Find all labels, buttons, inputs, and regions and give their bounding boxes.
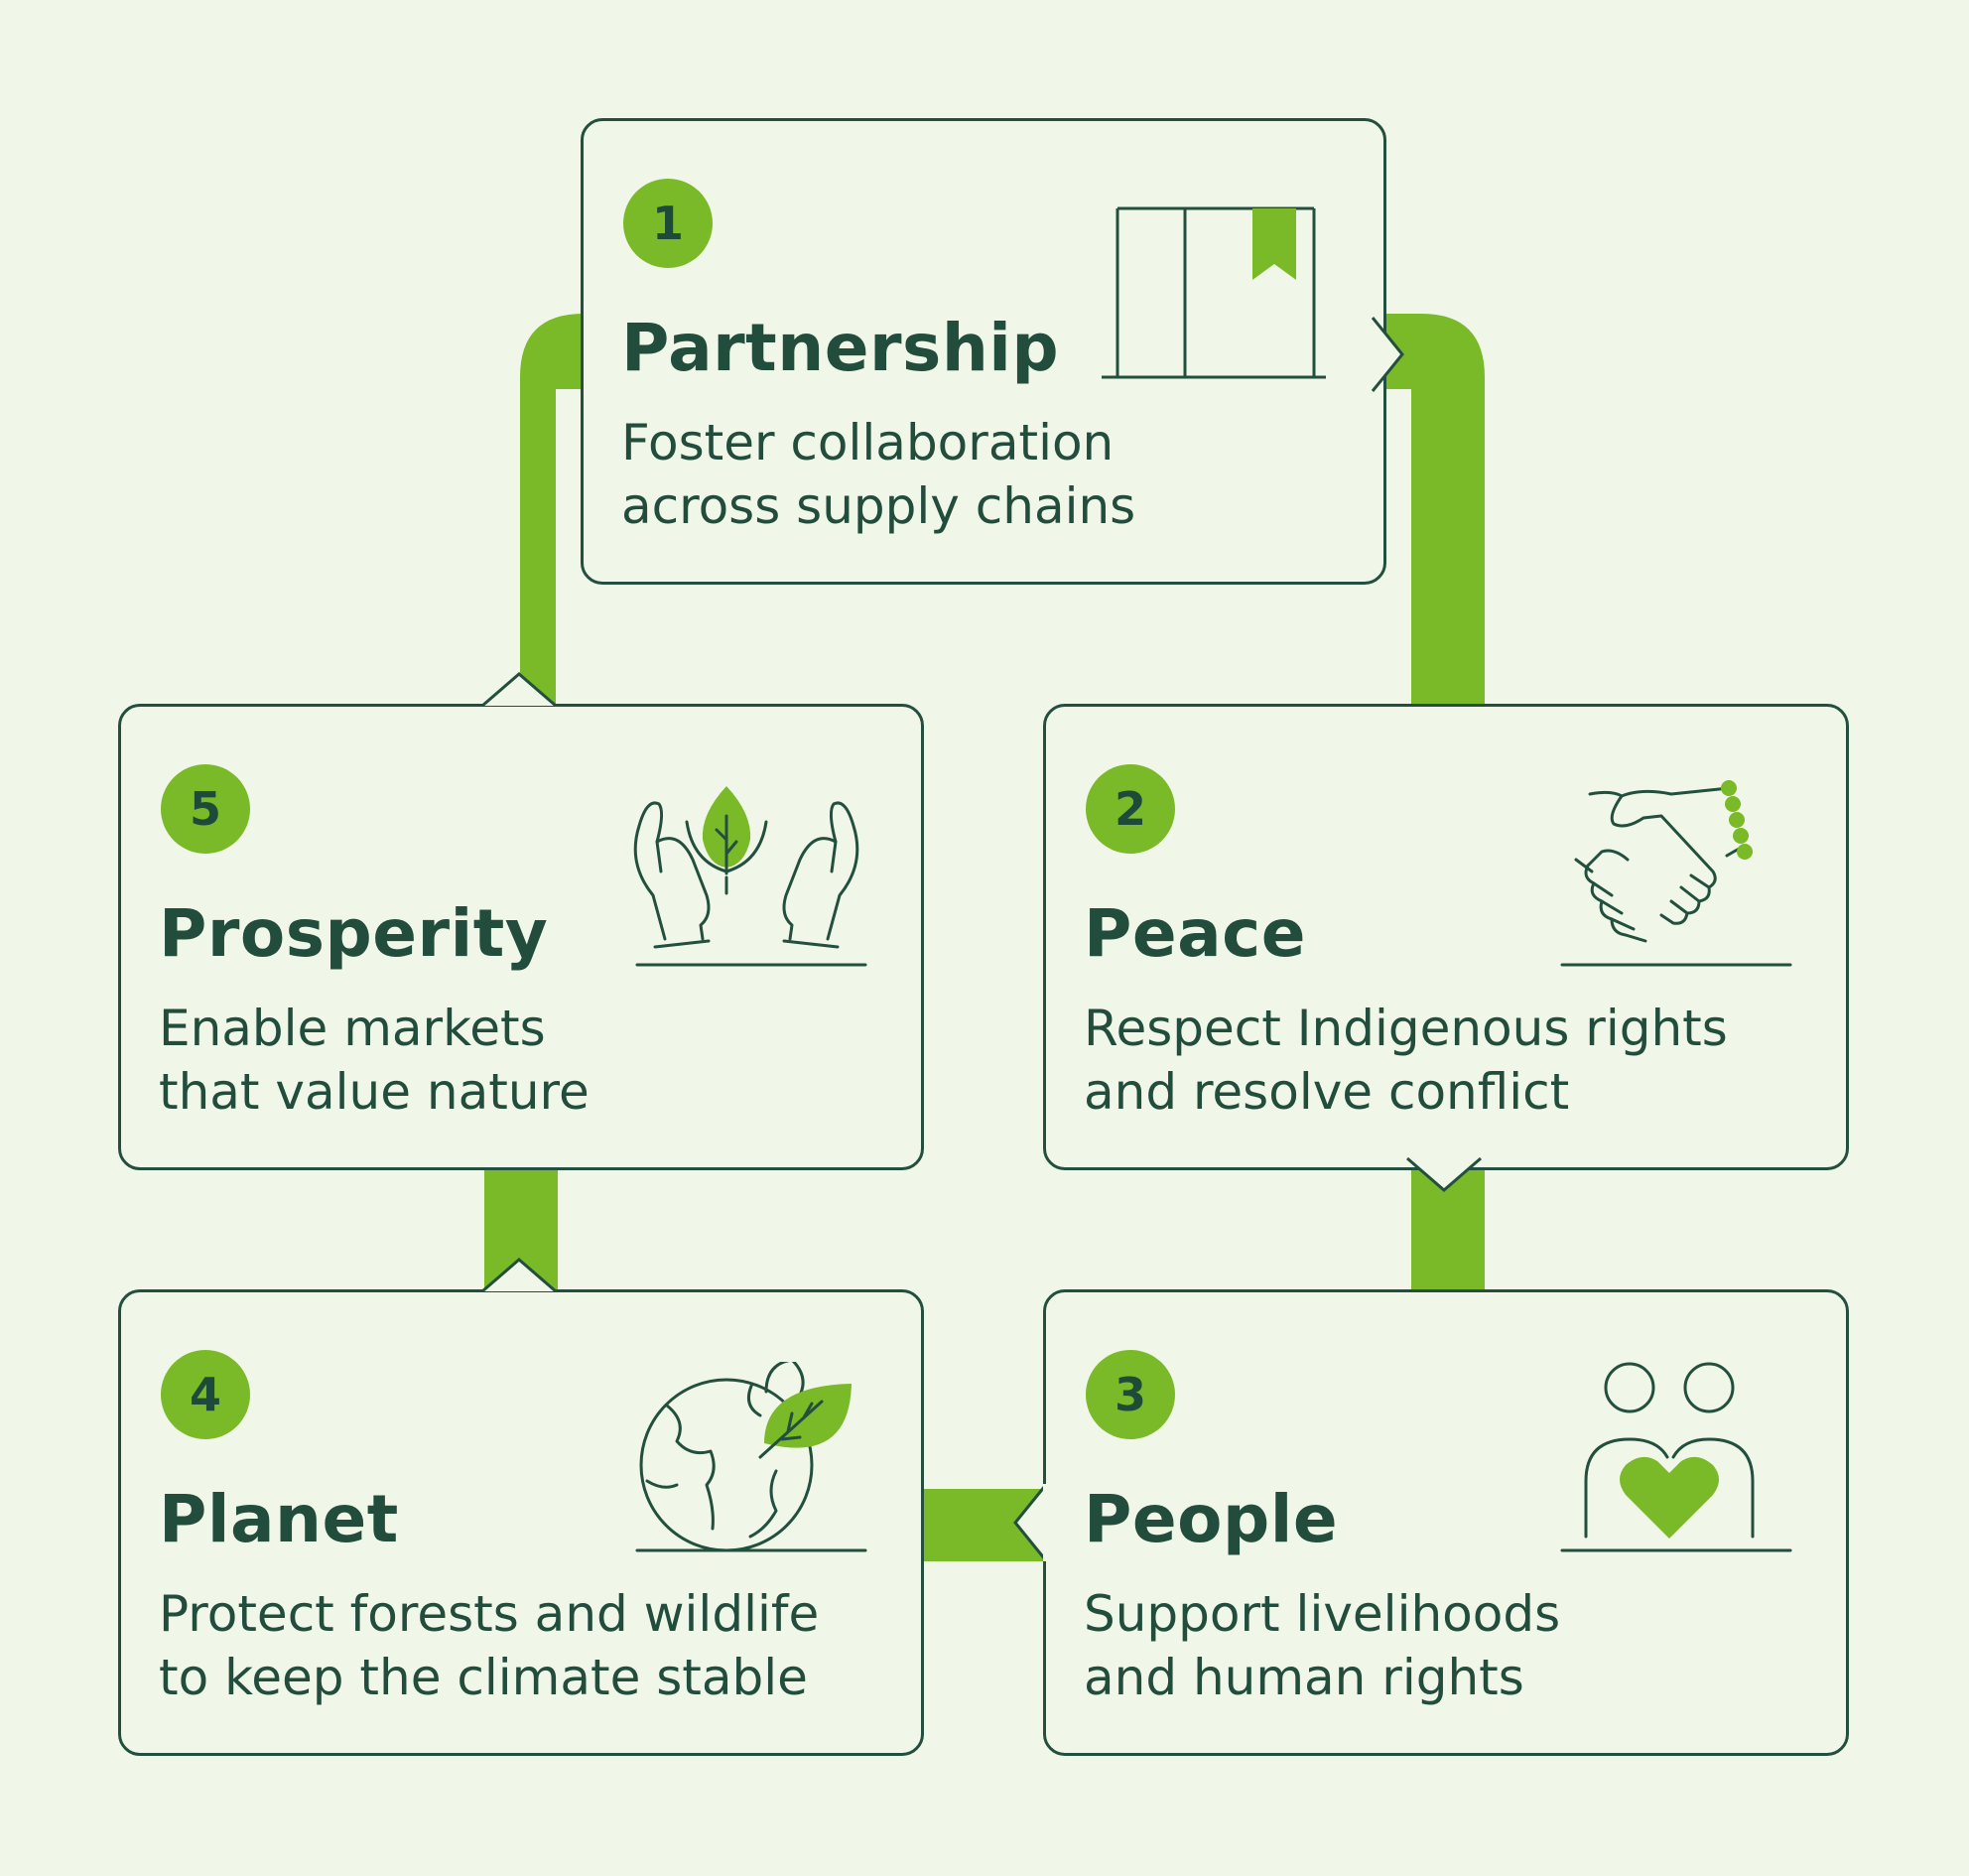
card-description: Respect Indigenous rights and resolve co…	[1084, 997, 1728, 1124]
description-line: Respect Indigenous rights	[1084, 1000, 1728, 1057]
step-badge: 5	[161, 764, 250, 854]
description-line: that value nature	[159, 1063, 590, 1121]
connector-2-to-3	[1411, 1169, 1485, 1290]
card-description: Foster collaboration across supply chain…	[621, 411, 1135, 538]
connector-arrow	[481, 672, 557, 708]
card-prosperity: 5 Prosperity Enable markets that value n…	[118, 672, 924, 1170]
card-title: People	[1084, 1481, 1339, 1557]
description-line: Protect forests and wildlife	[159, 1585, 820, 1643]
connector-arrow	[1406, 1156, 1482, 1192]
step-badge: 3	[1086, 1350, 1175, 1439]
connector-5-to-1	[520, 314, 584, 704]
description-line: Support livelihoods	[1084, 1585, 1561, 1643]
step-badge: 2	[1086, 764, 1175, 854]
card-peace: 2 Peace Respect Indigenous rights and re…	[1043, 704, 1849, 1192]
card-planet: 4 Planet Protect forests and wildlife to…	[118, 1258, 924, 1756]
description-line: Enable markets	[159, 1000, 546, 1057]
card-title: Peace	[1084, 895, 1307, 972]
card-title: Planet	[159, 1481, 399, 1557]
card-title: Prosperity	[159, 895, 549, 972]
card-description: Support livelihoods and human rights	[1084, 1582, 1560, 1709]
card-description: Protect forests and wildlife to keep the…	[159, 1582, 819, 1709]
connector-arrow	[1371, 317, 1404, 392]
hands-leaf-icon	[633, 786, 867, 967]
step-badge: 4	[161, 1350, 250, 1439]
book-icon	[1102, 206, 1326, 379]
globe-leaf-icon	[635, 1362, 867, 1552]
description-line: Foster collaboration	[621, 414, 1115, 471]
description-line: and resolve conflict	[1084, 1063, 1570, 1121]
description-line: to keep the climate stable	[159, 1649, 808, 1706]
description-line: across supply chains	[621, 477, 1136, 535]
card-title: Partnership	[621, 310, 1060, 386]
card-people: 3 People Support livelihoods and human r…	[1043, 1289, 1849, 1756]
connector-1-to-2	[1385, 314, 1485, 704]
description-line: and human rights	[1084, 1649, 1524, 1706]
handshake-icon	[1560, 780, 1792, 967]
connector-arrow	[1013, 1484, 1049, 1561]
connector-arrow	[481, 1258, 557, 1293]
step-badge: 1	[623, 179, 713, 268]
card-partnership: 1 Partnership Foster collaboration acros…	[581, 118, 1404, 585]
people-heart-icon	[1560, 1362, 1792, 1552]
card-description: Enable markets that value nature	[159, 997, 590, 1124]
